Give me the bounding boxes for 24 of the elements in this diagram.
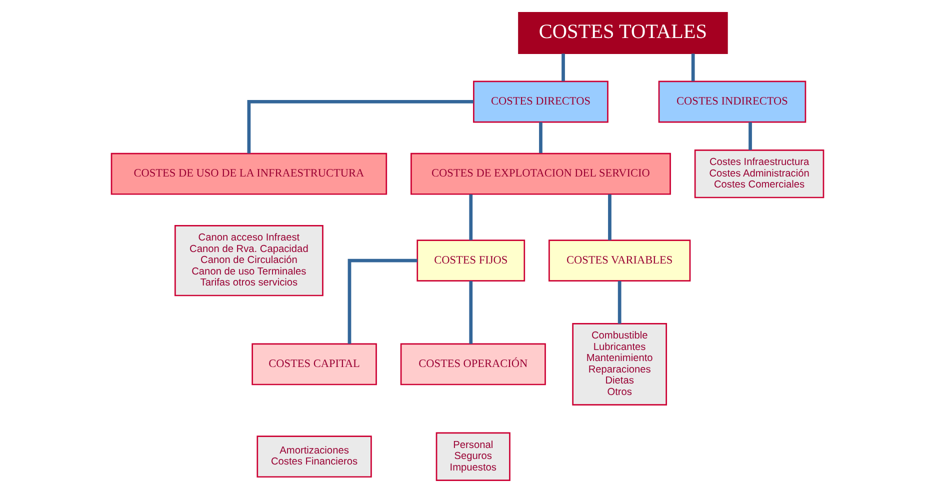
connector [538,122,542,154]
connector [246,100,473,154]
node-box: COSTES OPERACIÓN [400,343,546,386]
connector [748,122,752,150]
connector [468,281,472,344]
node-box: Costes Infraestructura Costes Administración Costes Comerciales [694,150,824,198]
node-box: Amortizaciones Costes Financieros [256,436,372,478]
node-box: COSTES DE EXPLOTACION DEL SERVICIO [410,152,670,195]
node-box: COSTES VARIABLES [548,240,690,282]
connector [347,258,417,344]
node-box: Combustible Lubricantes Mantenimiento Reparaciones Dietas Otros [572,323,667,406]
node-box: COSTES CAPITAL [251,343,376,386]
connector [468,194,472,240]
node-box: COSTES DIRECTOS [472,80,608,123]
node-box: COSTES FIJOS [416,240,525,282]
node-box: COSTES TOTALES [518,12,728,54]
connector [608,194,611,240]
connector [690,54,694,82]
connector [617,281,621,324]
node-box: COSTES DE USO DE LA INFRAESTRUCTURA [110,152,387,195]
node-box: Personal Seguros Impuestos [435,432,510,481]
connector [561,54,564,82]
node-box: Canon acceso Infraest Canon de Rva. Capacidad Canon de Circulación Canon de uso Terminales Tarifas otros servicios [174,224,323,296]
node-box: COSTES INDIRECTOS [658,80,806,123]
